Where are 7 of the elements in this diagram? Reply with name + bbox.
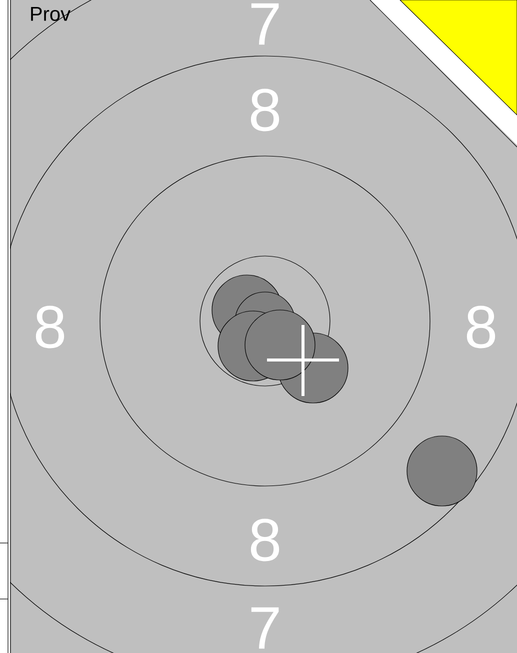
ring-number: 8	[466, 306, 496, 348]
heading-text: Prov	[31, 7, 70, 21]
ring-number: 8	[36, 306, 64, 348]
ring-number: 7	[251, 3, 279, 45]
ring-number: 8	[250, 88, 280, 132]
ring-number: 8	[250, 518, 280, 562]
ring-number: 7	[251, 607, 279, 649]
